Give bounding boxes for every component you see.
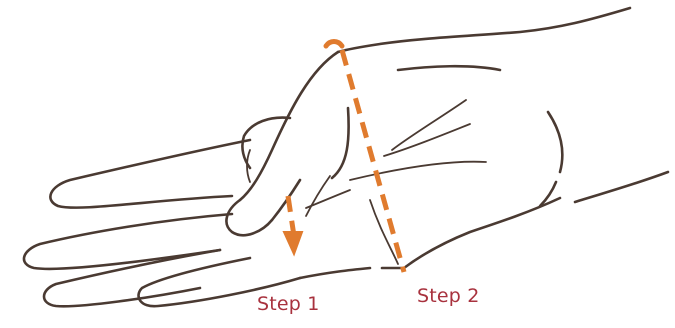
palm-line-thumb-base: [306, 176, 330, 216]
step1-dashed-line: [288, 196, 294, 236]
wrist-bottom-edge: [404, 198, 560, 268]
step2-label: Step 2: [417, 285, 480, 307]
thumb-inner-edge: [332, 108, 349, 178]
palm-line-upper: [392, 100, 466, 150]
wrist-crease: [548, 112, 562, 172]
palm-line-middle: [384, 124, 470, 156]
palm-bottom-edge: [300, 268, 370, 278]
thumb-tip: [226, 200, 272, 235]
forearm-bottom-edge: [575, 172, 668, 202]
palm-line-lower: [350, 162, 486, 180]
ring-finger: [44, 250, 220, 306]
thumb-lower-edge: [272, 180, 300, 220]
palm-line-short: [306, 190, 350, 208]
step1-arrow-head: [284, 232, 302, 254]
middle-finger: [24, 214, 232, 269]
forearm-top-edge: [338, 8, 630, 52]
hand-outline: [24, 8, 668, 306]
step2-dashed-line: [342, 50, 404, 272]
step1-label: Step 1: [257, 293, 320, 315]
palm-top-crease: [398, 66, 500, 70]
step2-top-hook: [326, 42, 342, 47]
index-finger: [50, 140, 250, 208]
